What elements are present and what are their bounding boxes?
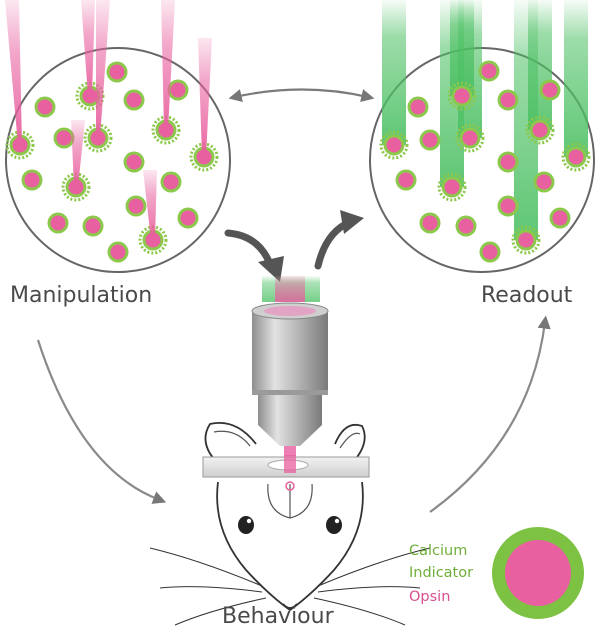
active-neuron-cell-icon bbox=[379, 130, 409, 160]
active-neuron-cell-icon bbox=[511, 225, 541, 255]
manipulation-label: Manipulation bbox=[10, 283, 153, 308]
fluorescence-beam bbox=[382, 0, 406, 145]
neuron-cell-icon bbox=[47, 212, 69, 234]
arrow-manipulation-to-behaviour bbox=[36, 339, 167, 504]
arrow-behaviour-to-readout bbox=[429, 315, 551, 513]
neuron-cell-icon bbox=[177, 207, 199, 229]
active-neuron-cell-icon bbox=[525, 115, 555, 145]
laser-beam bbox=[143, 170, 157, 240]
neuron-cell-icon bbox=[479, 241, 501, 263]
active-neuron-cell-icon bbox=[437, 172, 467, 202]
neuron-cell-icon bbox=[539, 79, 561, 101]
neuron-cell-icon bbox=[34, 96, 56, 118]
arrow-out-of-objective-head bbox=[340, 210, 364, 234]
readout-label: Readout bbox=[481, 283, 573, 308]
neuron-cell-icon bbox=[533, 171, 555, 193]
neuron-cell-icon bbox=[21, 169, 43, 191]
neuron-cell-icon bbox=[497, 151, 519, 173]
neuron-cell-icon bbox=[123, 89, 145, 111]
neuron-cell-icon bbox=[497, 89, 519, 111]
neuron-cell-icon bbox=[395, 169, 417, 191]
laser-beam bbox=[198, 38, 212, 157]
active-neuron-cell-icon bbox=[455, 123, 485, 153]
neuron-cell-icon bbox=[82, 215, 104, 237]
neuron-cell-icon bbox=[53, 127, 75, 149]
neuron-cell-icon bbox=[478, 60, 500, 82]
neuron-cell-icon bbox=[455, 215, 477, 237]
legend-calcium-text: Calcium bbox=[409, 543, 468, 559]
neuron-cell-icon bbox=[419, 129, 441, 151]
active-neuron-cell-icon bbox=[5, 130, 35, 160]
legend-opsin-text: Opsin bbox=[409, 589, 451, 605]
legend-indicator-text: Indicator bbox=[409, 565, 474, 581]
readout-circle bbox=[369, 0, 595, 273]
active-neuron-cell-icon bbox=[447, 81, 477, 111]
behaviour-label: Behaviour bbox=[222, 604, 334, 629]
neuron-cell-icon bbox=[125, 195, 147, 217]
microscope-objective-icon bbox=[251, 276, 329, 456]
neuron-cell-icon bbox=[419, 212, 441, 234]
arrow-bidirectional-top bbox=[228, 88, 375, 103]
neuron-cell-icon bbox=[407, 96, 429, 118]
neuron-cell-icon bbox=[549, 207, 571, 229]
neuron-cell-icon bbox=[107, 241, 129, 263]
arrow-into-objective-head bbox=[258, 256, 284, 282]
neuron-cell-icon bbox=[160, 171, 182, 193]
fluorescence-beam bbox=[564, 0, 588, 157]
head-plate bbox=[202, 455, 370, 491]
neuron-cell-icon bbox=[106, 61, 128, 83]
neuron-cell-icon bbox=[497, 195, 519, 217]
laser-beam bbox=[96, 0, 110, 138]
legend-cell-icon bbox=[492, 527, 584, 619]
active-neuron-cell-icon bbox=[561, 142, 591, 172]
manipulation-circle bbox=[5, 0, 231, 273]
neuron-cell-icon bbox=[123, 151, 145, 173]
laser-beam bbox=[71, 120, 85, 187]
laser-beam bbox=[5, 0, 22, 145]
laser-beam bbox=[161, 0, 175, 130]
neuron-cell-icon bbox=[167, 79, 189, 101]
laser-beam bbox=[81, 0, 95, 96]
